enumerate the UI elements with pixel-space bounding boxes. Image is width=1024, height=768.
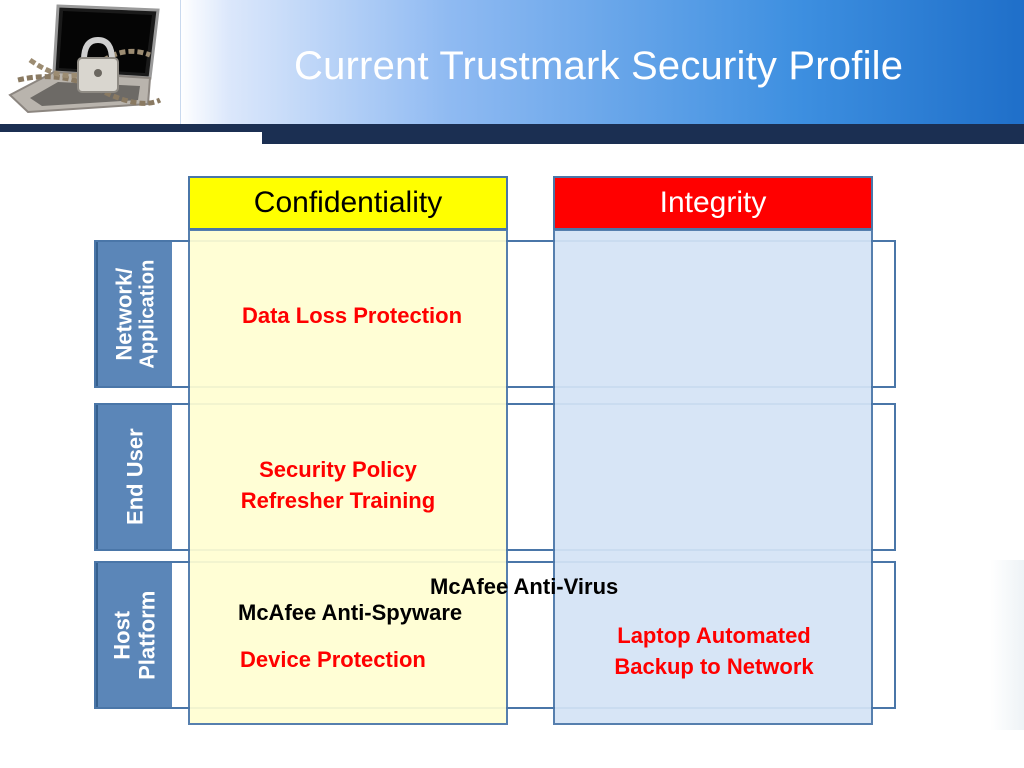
header-rule [0,124,262,132]
row-label-line: Network/ [110,267,136,361]
device-protection: Device Protection [240,647,426,672]
row-label-host-platform: Host Platform [96,563,172,707]
locked-laptop-image [0,0,181,124]
page-title: Current Trustmark Security Profile [294,44,904,88]
security-policy-line: Security Policy [259,457,417,482]
row-label-line: End User [122,428,148,526]
locked-laptop-icon [8,4,162,114]
row-label-end-user: End User [96,405,172,549]
mcafee-anti-virus: McAfee Anti-Virus [430,574,619,599]
column-header-integrity: Integrity [553,176,873,230]
mcafee-anti-spyware: McAfee Anti-Spyware [238,600,463,625]
laptop-backup-line: Backup to Network [614,654,814,679]
row-label-line: Application [136,259,159,369]
row-label-network-application: Network/ Application [96,242,172,386]
integrity-column [553,229,873,725]
header-rule-gap [0,132,262,144]
laptop-backup-line: Laptop Automated [617,623,811,648]
decorative-glow [990,560,1024,730]
row-label-line: Platform [135,590,160,680]
security-policy-line: Refresher Training [240,488,436,513]
row-label-line: Host [109,610,135,660]
confidentiality-column [188,229,508,725]
data-loss-protection: Data Loss Protection [241,303,463,328]
header-rule-bar [262,124,1024,144]
column-header-confidentiality: Confidentiality [188,176,508,230]
